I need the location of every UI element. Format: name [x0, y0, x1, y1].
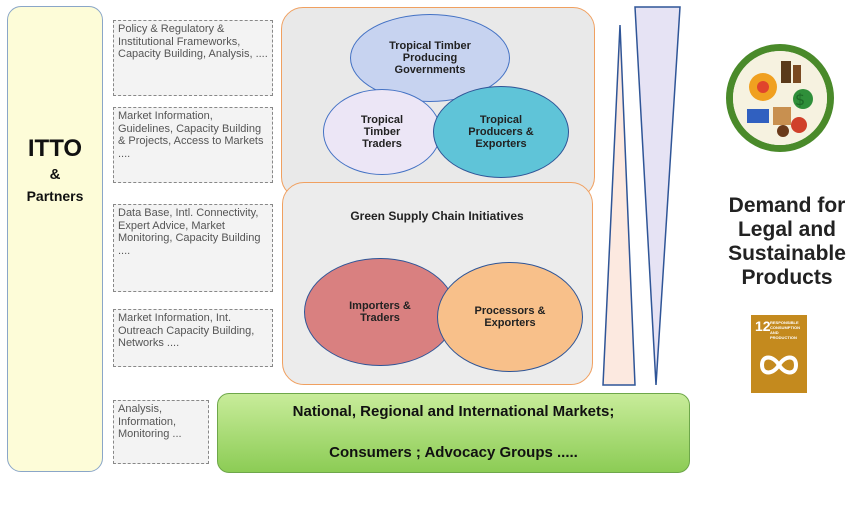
- triangle-left: [602, 24, 636, 386]
- itto-partners-label: Partners: [26, 188, 84, 204]
- ellipse-governments: Tropical Timber Producing Governments: [350, 14, 510, 102]
- markets-reflection: Consumers ; Advocacy Groups .....: [217, 475, 690, 501]
- sustainable-products-logo: $: [726, 44, 834, 152]
- demand-triangles: [602, 6, 681, 386]
- service-box-analysis: Analysis, Information, Monitoring ...: [113, 400, 209, 464]
- service-box-policy: Policy & Regulatory & Institutional Fram…: [113, 20, 273, 96]
- triangle-right: [634, 6, 681, 386]
- ellipse-importers: Importers & Traders: [304, 258, 456, 366]
- service-box-market-guidelines: Market Information, Guidelines, Capacity…: [113, 107, 273, 183]
- sdg12-badge: 12 RESPONSIBLE CONSUMPTION AND PRODUCTIO…: [751, 315, 807, 393]
- ellipse-processors: Processors & Exporters: [437, 262, 583, 372]
- infinity-icon: [759, 355, 799, 375]
- itto-partners-box: [7, 6, 103, 472]
- products-collage-icon: $: [733, 51, 827, 145]
- itto-title: ITTO: [27, 135, 83, 162]
- green-supply-title: Green Supply Chain Initiatives: [350, 209, 524, 223]
- sdg-label: RESPONSIBLE CONSUMPTION AND PRODUCTION: [770, 320, 800, 340]
- ellipse-producers: Tropical Producers & Exporters: [433, 86, 569, 178]
- demand-label: Demand for Legal and Sustainable Product…: [728, 194, 846, 289]
- service-box-database: Data Base, Intl. Connectivity, Expert Ad…: [113, 204, 273, 292]
- markets-bar: [217, 393, 690, 473]
- svg-text:$: $: [795, 90, 805, 109]
- ellipse-traders: Tropical Timber Traders: [323, 89, 441, 175]
- markets-line1: National, Regional and International Mar…: [292, 403, 615, 420]
- sdg-number: 12: [755, 318, 771, 334]
- itto-ampersand: &: [49, 166, 61, 183]
- service-box-outreach: Market Information, Int. Outreach Capaci…: [113, 309, 273, 367]
- markets-line2: Consumers ; Advocacy Groups .....: [329, 444, 578, 461]
